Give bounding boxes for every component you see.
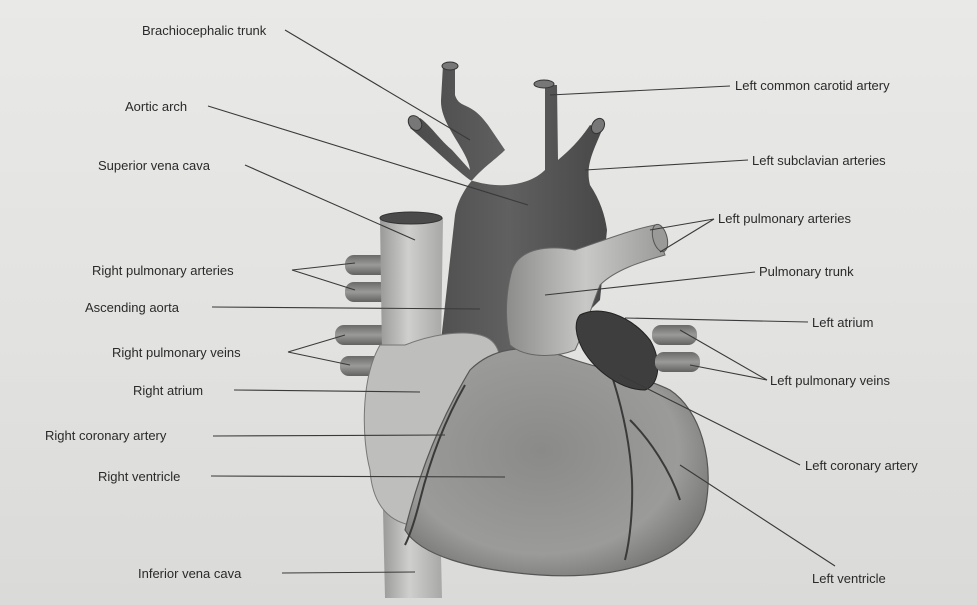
label-right-pulmonary-arteries: Right pulmonary arteries: [92, 263, 234, 278]
label-right-atrium: Right atrium: [133, 383, 203, 398]
label-left-atrium: Left atrium: [812, 315, 873, 330]
label-ascending-aorta: Ascending aorta: [85, 300, 180, 315]
label-right-ventricle: Right ventricle: [98, 469, 180, 484]
label-inferior-vena-cava: Inferior vena cava: [138, 566, 242, 581]
label-superior-vena-cava: Superior vena cava: [98, 158, 211, 173]
label-brachiocephalic-trunk: Brachiocephalic trunk: [142, 23, 267, 38]
label-left-pulmonary-arteries: Left pulmonary arteries: [718, 211, 851, 226]
label-right-pulmonary-veins: Right pulmonary veins: [112, 345, 241, 360]
label-left-coronary-artery: Left coronary artery: [805, 458, 918, 473]
left-pulmonary-veins: [652, 325, 700, 372]
label-left-ventricle: Left ventricle: [812, 571, 886, 586]
label-pulmonary-trunk: Pulmonary trunk: [759, 264, 854, 279]
label-left-subclavian-arteries: Left subclavian arteries: [752, 153, 886, 168]
label-right-coronary-artery: Right coronary artery: [45, 428, 167, 443]
label-left-common-carotid-artery: Left common carotid artery: [735, 78, 890, 93]
label-left-pulmonary-veins: Left pulmonary veins: [770, 373, 890, 388]
label-aortic-arch: Aortic arch: [125, 99, 187, 114]
